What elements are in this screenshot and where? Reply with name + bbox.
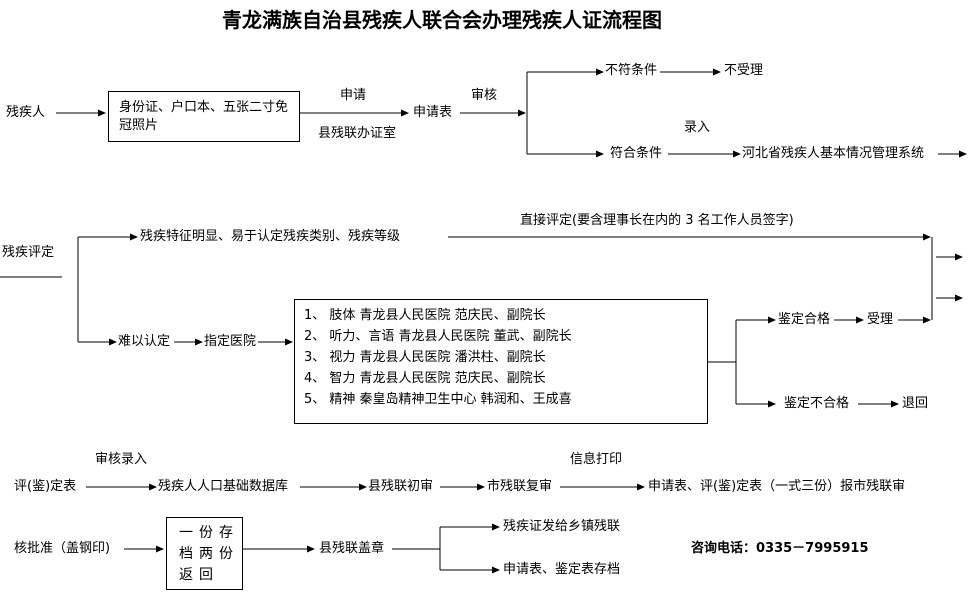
hospital-item: 1、 肢体 青龙县人民医院 范庆民、副院长 xyxy=(304,308,546,323)
county-review-label: 县残联初审 xyxy=(368,479,434,494)
not-qualified-label: 不符条件 xyxy=(605,63,658,78)
page-title: 青龙满族自治县残疾人联合会办理残疾人证流程图 xyxy=(222,8,662,32)
application-form-label: 申请表 xyxy=(413,105,453,120)
system-label: 河北省残疾人基本情况管理系统 xyxy=(742,146,925,161)
hard-to-determine-label: 难以认定 xyxy=(118,334,171,349)
pass-label: 鉴定合格 xyxy=(778,312,831,327)
seal-label: 县残联盖章 xyxy=(319,541,385,556)
not-accepted-label: 不受理 xyxy=(724,63,764,78)
applicant-label: 残疾人 xyxy=(6,105,46,120)
database-label: 残疾人人口基础数据库 xyxy=(158,479,289,494)
apply-label: 申请 xyxy=(340,88,367,103)
review-entry-label: 审核录入 xyxy=(95,452,148,467)
archive-box: 一份存 档两份 返回 xyxy=(166,517,243,590)
hospital-item: 2、 听力、言语 青龙县人民医院 董武、副院长 xyxy=(304,329,572,344)
accept-label: 受理 xyxy=(867,312,894,327)
approval-label: 核批准（盖钢印) xyxy=(14,541,111,556)
entry-label: 录入 xyxy=(684,120,711,135)
report-label: 申请表、评(鉴)定表（一式三份）报市残联审 xyxy=(648,479,906,494)
issue-label: 残疾证发给乡镇残联 xyxy=(503,519,621,534)
documents-box: 身份证、户口本、五张二寸免冠照片 xyxy=(108,91,300,142)
obvious-disability-label: 残疾特征明显、易于认定残疾类别、残疾等级 xyxy=(140,229,401,244)
hospital-item: 4、 智力 青龙县人民医院 范庆民、副院长 xyxy=(304,371,546,386)
phone-label: 咨询电话：0335－7995915 xyxy=(691,541,869,556)
review-label: 审核 xyxy=(471,88,498,103)
evaluation-label: 残疾评定 xyxy=(2,245,55,260)
documents-text: 身份证、户口本、五张二寸免冠照片 xyxy=(119,100,289,133)
print-label: 信息打印 xyxy=(570,452,623,467)
archive-text-line: 档两份 xyxy=(179,546,239,562)
archive-file-label: 申请表、鉴定表存档 xyxy=(503,562,621,577)
hospital-list-box: 1、 肢体 青龙县人民医院 范庆民、副院长 2、 听力、言语 青龙县人民医院 董… xyxy=(294,299,708,424)
designated-hospital-label: 指定医院 xyxy=(204,334,257,349)
city-review-label: 市残联复审 xyxy=(487,479,553,494)
direct-evaluation-label: 直接评定(要含理事长在内的 3 名工作人员签字) xyxy=(520,213,794,228)
archive-text-line: 返回 xyxy=(179,567,219,583)
return-label: 退回 xyxy=(902,396,929,411)
office-label: 县残联办证室 xyxy=(318,126,397,141)
fail-label: 鉴定不合格 xyxy=(784,396,850,411)
archive-text-line: 一份存 xyxy=(179,525,239,541)
hospital-item: 3、 视力 青龙县人民医院 潘洪柱、副院长 xyxy=(304,350,546,365)
hospital-item: 5、 精神 秦皇岛精神卫生中心 韩润和、王成喜 xyxy=(304,392,572,407)
evaluation-form-label: 评(鉴)定表 xyxy=(14,479,77,494)
qualified-label: 符合条件 xyxy=(610,146,663,161)
